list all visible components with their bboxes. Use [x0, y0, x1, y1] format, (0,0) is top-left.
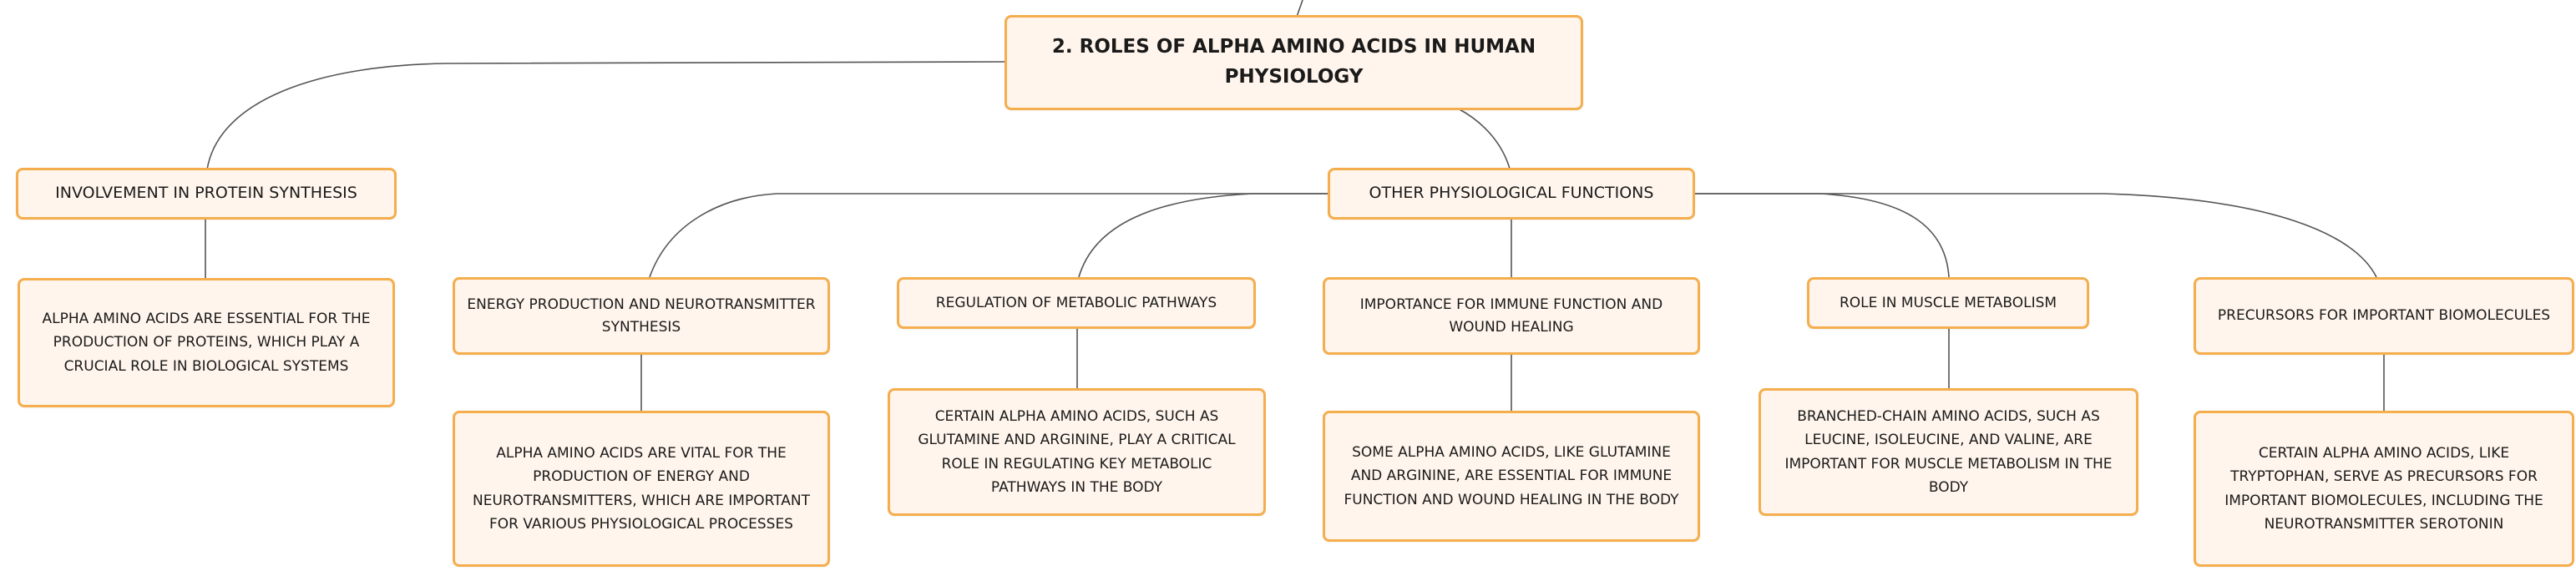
- details-immune-function-text: SOME ALPHA AMINO ACIDS, LIKE GLUTAMINE A…: [1344, 444, 1679, 508]
- details-protein-synthesis[interactable]: ALPHA AMINO ACIDS ARE ESSENTIAL FOR THE …: [18, 278, 395, 407]
- subtopic-precursors-label: PRECURSORS FOR IMPORTANT BIOMOLECULES: [2217, 307, 2551, 325]
- subtopic-muscle-metabolism-label: ROLE IN MUSCLE METABOLISM: [1839, 294, 2057, 311]
- details-precursors-text: CERTAIN ALPHA AMINO ACIDS, LIKE TRYPTOPH…: [2224, 445, 2543, 533]
- details-muscle-metabolism[interactable]: BRANCHED-CHAIN AMINO ACIDS, SUCH AS LEUC…: [1759, 388, 2138, 516]
- connector-parent-stub: [1296, 0, 1303, 18]
- details-precursors[interactable]: CERTAIN ALPHA AMINO ACIDS, LIKE TRYPTOPH…: [2194, 411, 2574, 567]
- connector-other-to-muscle: [1695, 193, 1950, 278]
- subtopic-immune-function[interactable]: IMPORTANCE FOR IMMUNE FUNCTION AND WOUND…: [1323, 277, 1700, 355]
- subtopic-energy-production[interactable]: ENERGY PRODUCTION AND NEUROTRANSMITTER S…: [453, 277, 830, 355]
- details-metabolic-pathways[interactable]: CERTAIN ALPHA AMINO ACIDS, SUCH AS GLUTA…: [888, 388, 1266, 516]
- root-topic[interactable]: 2. ROLES OF ALPHA AMINO ACIDS IN HUMAN P…: [1005, 15, 1583, 110]
- topic-other-physiological-functions[interactable]: OTHER PHYSIOLOGICAL FUNCTIONS: [1328, 168, 1695, 220]
- subtopic-immune-function-label: IMPORTANCE FOR IMMUNE FUNCTION AND WOUND…: [1359, 296, 1663, 336]
- connector-other-to-precursors: [1695, 193, 2377, 278]
- details-protein-synthesis-text: ALPHA AMINO ACIDS ARE ESSENTIAL FOR THE …: [42, 311, 371, 375]
- connector-root-to-other-functions: [1457, 108, 1511, 169]
- subtopic-energy-production-label: ENERGY PRODUCTION AND NEUROTRANSMITTER S…: [467, 296, 816, 336]
- topic-protein-synthesis-label: INVOLVEMENT IN PROTEIN SYNTHESIS: [55, 184, 357, 203]
- root-topic-label: 2. ROLES OF ALPHA AMINO ACIDS IN HUMAN P…: [1051, 36, 1536, 88]
- connector-root-to-protein-synthesis: [206, 61, 1005, 170]
- details-energy-production-text: ALPHA AMINO ACIDS ARE VITAL FOR THE PROD…: [473, 445, 810, 533]
- connector-other-to-metabolic: [1078, 193, 1328, 278]
- topic-other-physiological-functions-label: OTHER PHYSIOLOGICAL FUNCTIONS: [1369, 184, 1654, 203]
- subtopic-precursors[interactable]: PRECURSORS FOR IMPORTANT BIOMOLECULES: [2194, 277, 2574, 355]
- subtopic-metabolic-pathways-label: REGULATION OF METABOLIC PATHWAYS: [935, 294, 1217, 311]
- connector-other-to-energy: [649, 193, 1328, 278]
- topic-protein-synthesis[interactable]: INVOLVEMENT IN PROTEIN SYNTHESIS: [16, 168, 397, 220]
- details-energy-production[interactable]: ALPHA AMINO ACIDS ARE VITAL FOR THE PROD…: [453, 411, 830, 567]
- details-immune-function[interactable]: SOME ALPHA AMINO ACIDS, LIKE GLUTAMINE A…: [1323, 411, 1700, 542]
- subtopic-muscle-metabolism[interactable]: ROLE IN MUSCLE METABOLISM: [1807, 277, 2089, 329]
- subtopic-metabolic-pathways[interactable]: REGULATION OF METABOLIC PATHWAYS: [897, 277, 1256, 329]
- details-metabolic-pathways-text: CERTAIN ALPHA AMINO ACIDS, SUCH AS GLUTA…: [918, 408, 1236, 496]
- details-muscle-metabolism-text: BRANCHED-CHAIN AMINO ACIDS, SUCH AS LEUC…: [1784, 408, 2113, 496]
